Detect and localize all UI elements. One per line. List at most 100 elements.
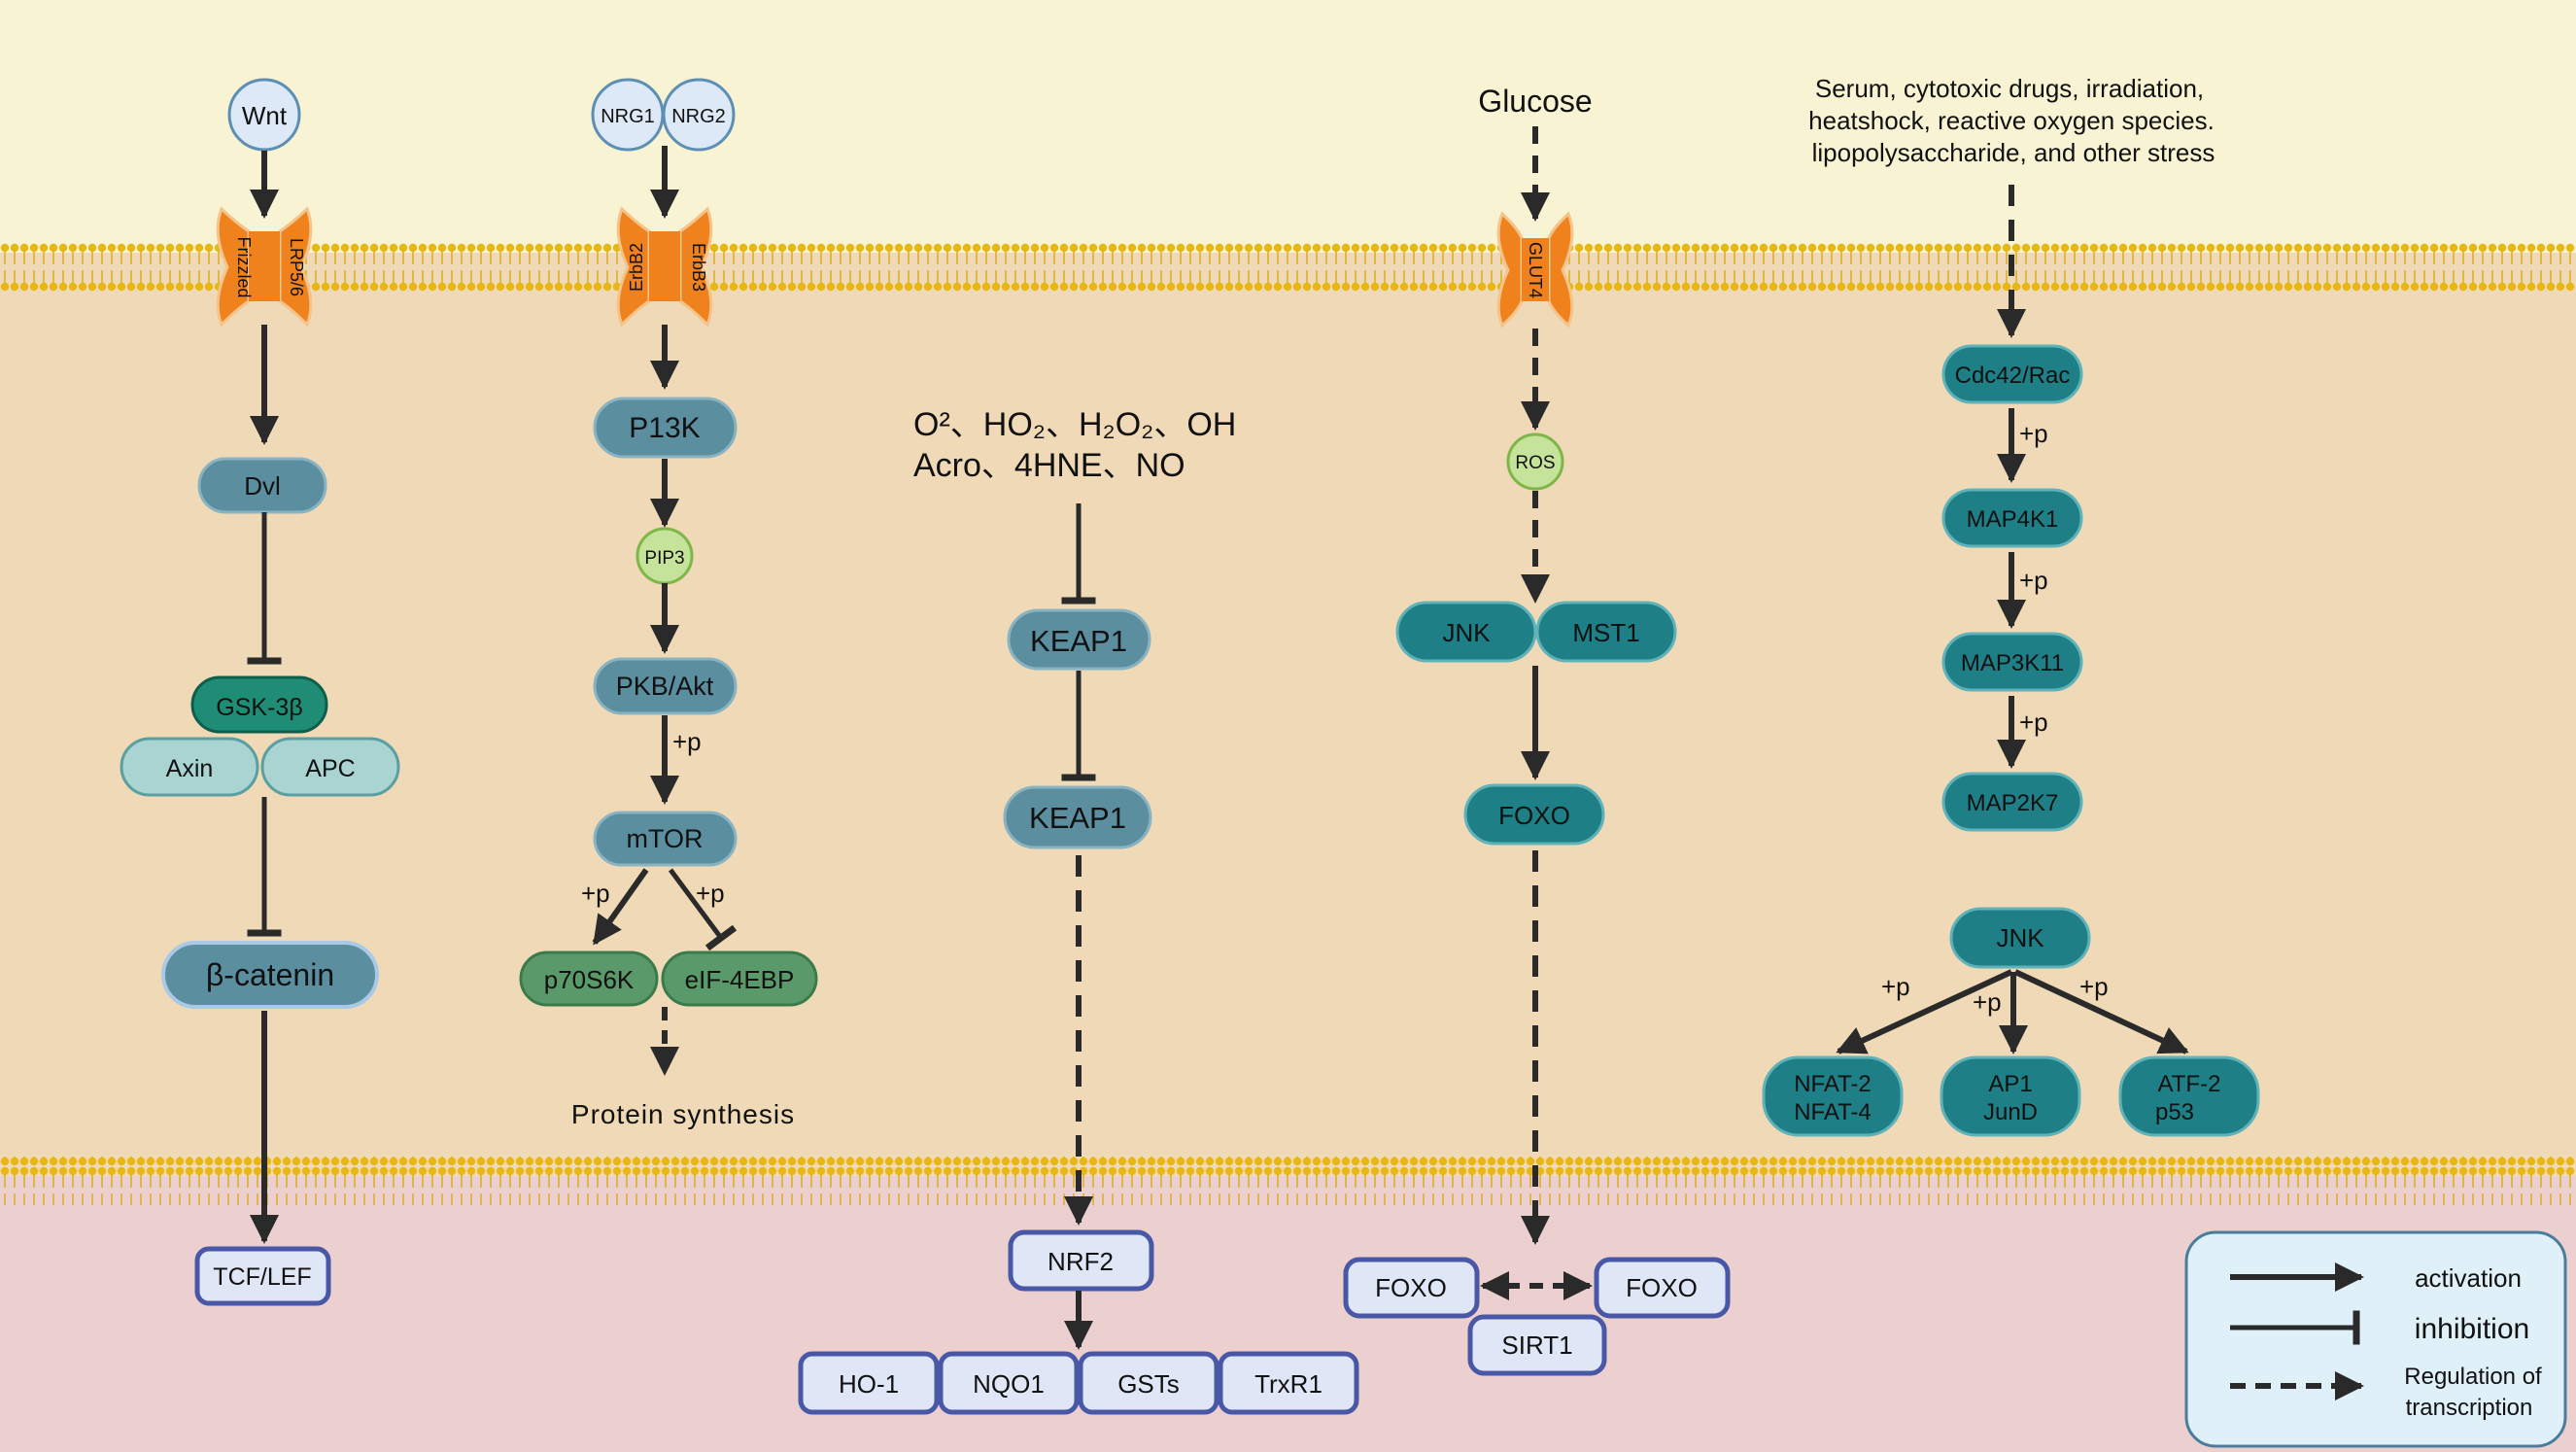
ap1-node xyxy=(1940,1055,2081,1137)
plasma-membrane xyxy=(0,243,2576,292)
gsts-label: GSTs xyxy=(1117,1369,1180,1399)
p70s6k-node xyxy=(519,951,659,1007)
legend-inhibition-label: inhibition xyxy=(2415,1313,2529,1345)
foxo-node-cytoplasm xyxy=(1463,783,1605,846)
keap1-nrf2-pathway: O²、HO₂、H₂O₂、OH Acro、4HNE、NO KEAP1 KEAP1 … xyxy=(798,406,1359,1415)
ho1-label: HO-1 xyxy=(839,1369,899,1399)
glut4-transporter xyxy=(1496,211,1574,328)
phospho-mtor-p70: +p xyxy=(581,879,610,908)
gsts-node xyxy=(1078,1351,1219,1415)
erbb2-label: ErbB2 xyxy=(627,243,646,292)
cytoplasm-region xyxy=(0,253,2576,1176)
nfat-node xyxy=(1762,1055,1904,1137)
nrg-pathway: NRG1 NRG2 ErbB2 ErbB3 P13K PIP3 PKB/Akt … xyxy=(519,78,818,1129)
glucose-foxo-pathway: Glucose GLUT4 ROS JNK MST1 FOXO FOXO FOX… xyxy=(1343,84,1731,1376)
foxo-node-nucleus-left xyxy=(1343,1257,1480,1319)
phospho-cdc42-map4k1: +p xyxy=(2019,419,2048,448)
map2k7-label: MAP2K7 xyxy=(1967,790,2059,816)
nrg1-label: NRG1 xyxy=(601,106,655,127)
nrf2-node xyxy=(1008,1229,1154,1292)
wnt-pathway: Wnt Frizzled LRP5/6 Dvl GSK-3β Axin APC … xyxy=(120,78,400,1306)
lrp-label: LRP5/6 xyxy=(287,238,306,296)
tcf-lef-node xyxy=(194,1246,331,1306)
pi3k-label: P13K xyxy=(629,412,700,444)
eif4ebp-node xyxy=(661,951,818,1007)
pi3k-node xyxy=(593,397,738,459)
foxo-node-nucleus-right xyxy=(1594,1257,1731,1319)
foxo-label-nucleus-left: FOXO xyxy=(1375,1273,1447,1302)
legend-box xyxy=(2184,1230,2567,1448)
atf2-label-1: ATF-2 xyxy=(2158,1071,2221,1097)
stress-mapk-pathway: Serum, cytotoxic drugs, irradiation, hea… xyxy=(1762,74,2260,1137)
map3k11-label: MAP3K11 xyxy=(1961,650,2064,676)
wnt-ligand xyxy=(227,78,301,152)
glucose-label: Glucose xyxy=(1478,84,1592,119)
wnt-label: Wnt xyxy=(242,101,288,130)
beta-catenin-label: β-catenin xyxy=(206,957,334,992)
legend-regulation-label-2: transcription xyxy=(2406,1395,2533,1421)
jnk-node-glucose xyxy=(1395,601,1537,663)
mst1-node xyxy=(1535,601,1677,663)
beta-catenin-node xyxy=(161,941,379,1009)
nfat-label-2: NFAT-4 xyxy=(1794,1099,1872,1125)
sirt1-label: SIRT1 xyxy=(1501,1331,1572,1360)
map4k1-label: MAP4K1 xyxy=(1967,506,2059,533)
ap1-label-2: JunD xyxy=(1983,1099,2038,1125)
apc-label: APC xyxy=(305,755,355,782)
keap1-node-a xyxy=(1007,608,1151,671)
inhibit-mtor-eif xyxy=(668,868,738,951)
ho1-node xyxy=(798,1351,940,1415)
protein-synthesis-label: Protein synthesis xyxy=(571,1099,795,1129)
erbb3-label: ErbB3 xyxy=(689,243,708,292)
oxidant-line1: O²、HO₂、H₂O₂、OH xyxy=(913,406,1236,443)
legend-regulation-label-1: Regulation of xyxy=(2404,1364,2542,1390)
jnk-label-stress: JNK xyxy=(1996,923,2044,952)
pip3-label: PIP3 xyxy=(644,548,684,569)
nrf2-label: NRF2 xyxy=(1048,1247,1114,1276)
oxidant-line2: Acro、4HNE、NO xyxy=(913,447,1185,484)
atf2-node xyxy=(2118,1055,2260,1137)
ap1-label-1: AP1 xyxy=(1988,1071,2032,1097)
gsk3b-node xyxy=(190,675,328,734)
glut4-label: GLUT4 xyxy=(1526,242,1545,298)
legend: activation inhibition Regulation of tran… xyxy=(2184,1230,2567,1448)
foxo-label-nucleus-right: FOXO xyxy=(1626,1273,1698,1302)
map3k11-node xyxy=(1941,632,2083,692)
trxr1-node xyxy=(1218,1351,1359,1415)
gsk3b-label: GSK-3β xyxy=(216,694,302,721)
phospho-jnk-ap1: +p xyxy=(1973,987,2002,1017)
dvl-label: Dvl xyxy=(244,471,281,501)
mtor-label: mTOR xyxy=(627,824,704,853)
jnk-label-glucose: JNK xyxy=(1442,618,1491,647)
akt-node xyxy=(593,657,738,715)
axin-node xyxy=(120,737,259,797)
axin-label: Axin xyxy=(166,755,214,782)
sirt1-node xyxy=(1467,1314,1607,1376)
stress-input-line1: Serum, cytotoxic drugs, irradiation, xyxy=(1815,74,2204,103)
mst1-label: MST1 xyxy=(1572,618,1639,647)
legend-activation-label: activation xyxy=(2415,1263,2522,1293)
tcf-lef-label: TCF/LEF xyxy=(213,1263,311,1291)
extracellular-region xyxy=(0,0,2576,253)
ros-label: ROS xyxy=(1515,453,1555,473)
arrow-mtor-p70 xyxy=(592,868,649,946)
ros-node xyxy=(1506,432,1564,491)
nqo1-label: NQO1 xyxy=(973,1369,1045,1399)
atf2-label-2: p53 xyxy=(2155,1099,2194,1125)
apc-node xyxy=(260,737,400,797)
arrow-jnk-atf2 xyxy=(2013,969,2189,1054)
phospho-jnk-atf2: +p xyxy=(2079,972,2109,1001)
nfat-label-1: NFAT-2 xyxy=(1794,1071,1872,1097)
map4k1-node xyxy=(1941,488,2083,548)
nrg2-ligand xyxy=(662,78,736,152)
phospho-jnk-nfat: +p xyxy=(1881,972,1910,1001)
stress-input-line2: heatshock, reactive oxygen species. xyxy=(1808,106,2215,135)
akt-label: PKB/Akt xyxy=(616,672,714,701)
phospho-map4k1-map3k11: +p xyxy=(2019,566,2048,595)
keap1-label-a: KEAP1 xyxy=(1030,624,1127,658)
phospho-mtor-eif: +p xyxy=(696,879,725,908)
stress-input-line3: lipopolysaccharide, and other stress xyxy=(1812,138,2215,167)
keap1-node-b xyxy=(1003,785,1152,849)
